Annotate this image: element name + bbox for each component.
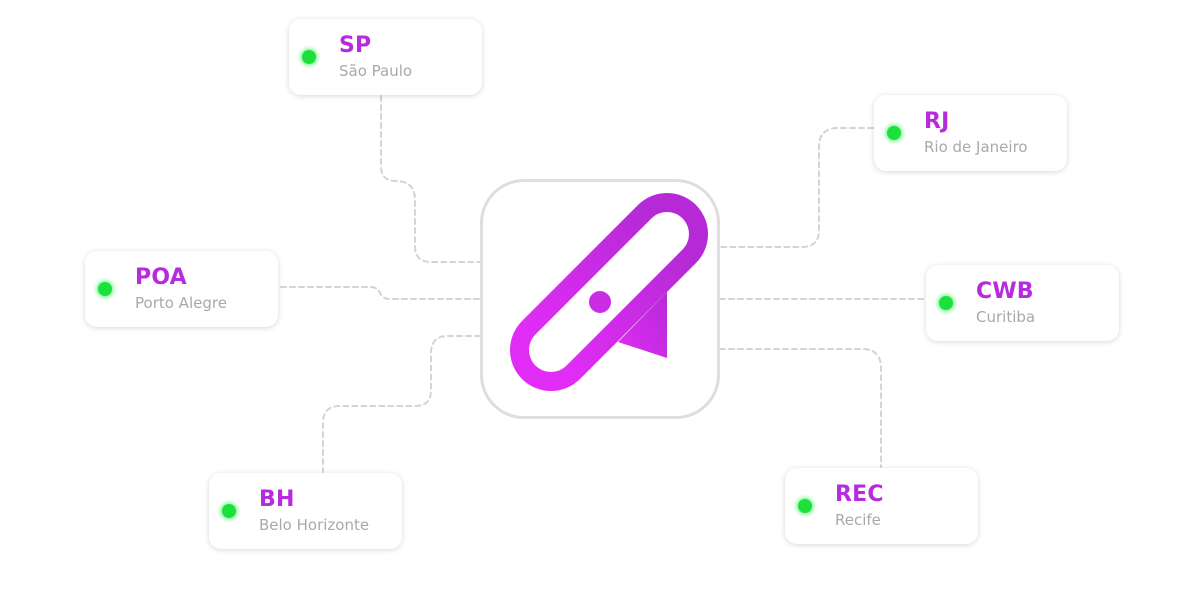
connector-poa [280, 286, 481, 300]
node-code: POA [135, 265, 187, 290]
status-online-icon [98, 282, 112, 296]
status-online-icon [222, 504, 236, 518]
connector-rec [719, 348, 882, 468]
node-rec[interactable]: REC Recife [785, 468, 978, 544]
connector-sp [380, 95, 481, 263]
status-online-icon [939, 296, 953, 310]
node-city: Porto Alegre [135, 294, 227, 312]
node-city: Rio de Janeiro [924, 138, 1028, 156]
status-online-icon [798, 499, 812, 513]
node-code: REC [835, 482, 884, 507]
node-city: Belo Horizonte [259, 516, 370, 534]
node-bh[interactable]: BH Belo Horizonte [209, 473, 402, 549]
chat-bubble-pin-logo-icon [510, 193, 708, 391]
node-code: SP [339, 33, 372, 58]
node-cwb[interactable]: CWB Curitiba [926, 265, 1119, 341]
node-city: São Paulo [339, 62, 413, 80]
node-poa[interactable]: POA Porto Alegre [85, 251, 278, 327]
node-code: BH [259, 487, 295, 512]
node-city: Curitiba [976, 308, 1036, 326]
connector-bh [322, 335, 481, 473]
node-city: Recife [835, 511, 881, 529]
status-online-icon [302, 50, 316, 64]
node-code: RJ [924, 109, 950, 134]
node-sp[interactable]: SP São Paulo [289, 19, 482, 95]
connector-rj [719, 127, 874, 248]
node-rj[interactable]: RJ Rio de Janeiro [874, 95, 1067, 171]
status-online-icon [887, 126, 901, 140]
node-code: CWB [976, 279, 1034, 304]
hub-app-card[interactable] [480, 179, 720, 419]
